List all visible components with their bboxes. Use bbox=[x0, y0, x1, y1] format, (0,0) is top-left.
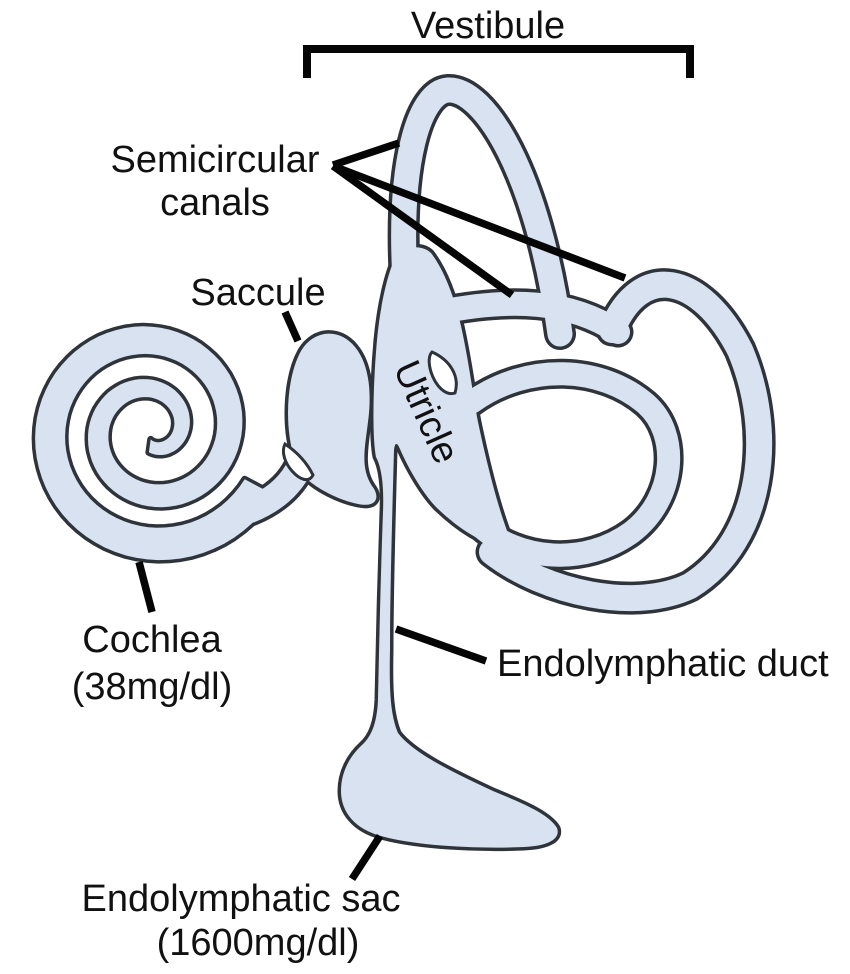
cochlea-spiral-shape-fill bbox=[35, 326, 275, 561]
label-semicircular-canals-line1: Semicircular bbox=[110, 139, 319, 181]
label-vestibule: Vestibule bbox=[411, 5, 565, 47]
leader-endolymphatic-duct bbox=[394, 625, 488, 665]
anterior-semicircular-canal-shape-fill bbox=[391, 77, 573, 347]
posterior-semicircular-canal-shape-fill bbox=[479, 271, 773, 612]
shape-fill-layer bbox=[35, 77, 773, 848]
utricle-white-notch bbox=[427, 350, 458, 396]
label-cochlea-line1: Cochlea bbox=[82, 619, 222, 661]
saccule-shape-fill bbox=[288, 333, 377, 505]
label-endolymphatic-sac-line1: Endolymphatic sac bbox=[82, 878, 401, 920]
ductus-reuniens-white-notch bbox=[281, 441, 315, 482]
label-endolymphatic-duct: Endolymphatic duct bbox=[497, 643, 829, 685]
interior-accents bbox=[281, 350, 458, 482]
leader-semicircular-2 bbox=[330, 162, 515, 299]
label-semicircular-canals-line2: canals bbox=[160, 182, 270, 224]
vestibule-duct-sac-shape-fill bbox=[341, 247, 558, 848]
leader-saccule bbox=[281, 310, 302, 343]
label-endolymphatic-sac-line2: (1600mg/dl) bbox=[157, 922, 360, 964]
common-crus-shape-fill bbox=[428, 291, 630, 344]
leader-semicircular-1 bbox=[331, 139, 401, 169]
label-saccule: Saccule bbox=[190, 272, 325, 314]
lateral-semicircular-canal-shape-fill bbox=[460, 362, 681, 567]
vestibule-bracket bbox=[303, 45, 694, 78]
leader-endolymphatic-sac bbox=[348, 833, 384, 882]
leader-cochlea bbox=[135, 561, 156, 613]
label-cochlea-line2: (38mg/dl) bbox=[72, 666, 233, 708]
leader-semicircular-3 bbox=[331, 162, 627, 282]
